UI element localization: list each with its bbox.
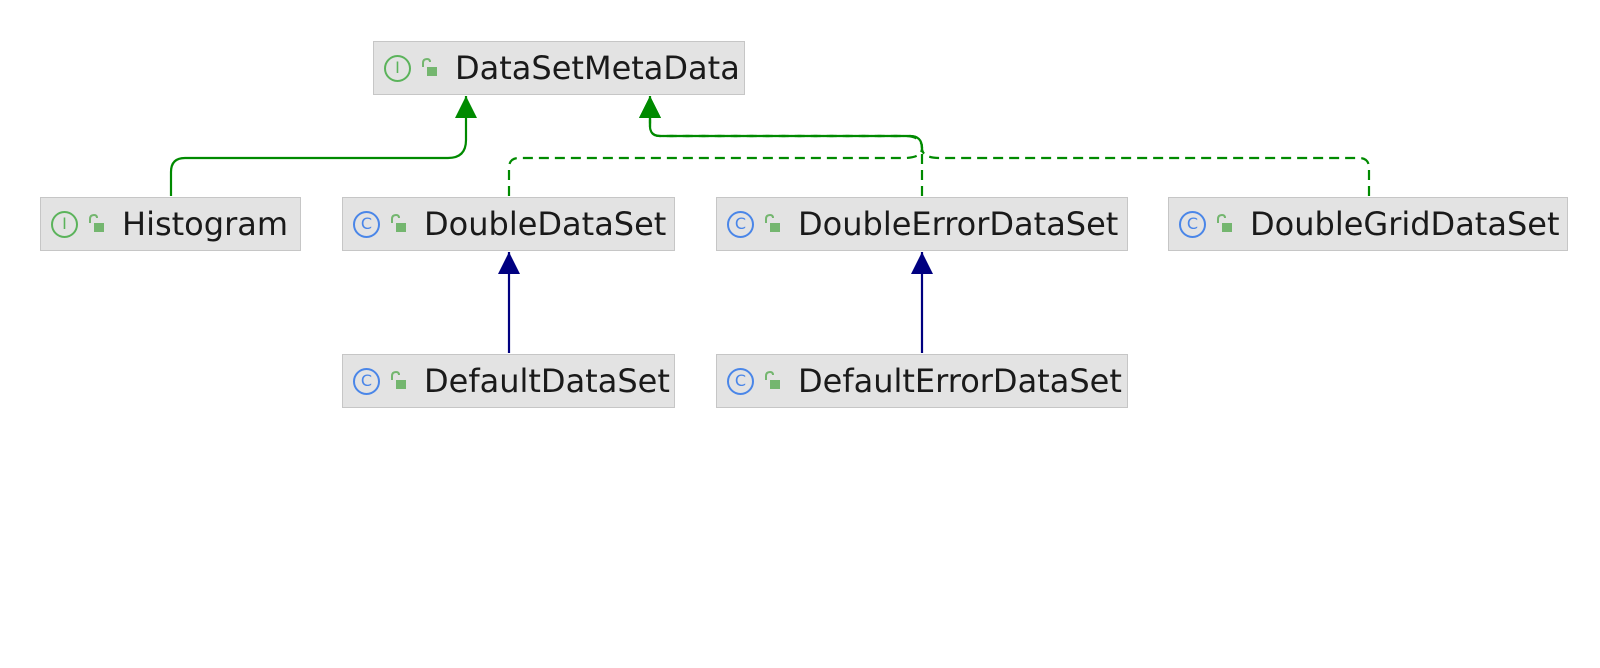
node-doubledataset[interactable]: C DoubleDataSet [342, 197, 675, 251]
node-datasetmetadata[interactable]: I DataSetMetaData [373, 41, 745, 95]
public-lock-icon [86, 213, 108, 235]
node-label: DoubleDataSet [424, 205, 667, 243]
class-icon: C [1179, 210, 1206, 238]
node-doublegriddataset[interactable]: C DoubleGridDataSet [1168, 197, 1568, 251]
edge-histogram-to-datasetmetadata [169, 96, 477, 196]
public-lock-icon [762, 370, 784, 392]
node-label: DefaultErrorDataSet [798, 362, 1122, 400]
class-icon: C [353, 210, 380, 238]
edge-doublegriddataset-to-datasetmetadata [639, 96, 1371, 196]
node-defaulterrordataset[interactable]: C DefaultErrorDataSet [716, 354, 1128, 408]
public-lock-icon [388, 213, 410, 235]
class-icon: C [727, 210, 754, 238]
public-lock-icon [762, 213, 784, 235]
node-histogram[interactable]: I Histogram [40, 197, 301, 251]
edge-doubledataset-to-datasetmetadata [507, 96, 924, 196]
edge-doubleerrordataset-to-datasetmetadata [639, 96, 924, 196]
node-label: DoubleGridDataSet [1250, 205, 1560, 243]
node-label: DoubleErrorDataSet [798, 205, 1119, 243]
node-doubleerrordataset[interactable]: C DoubleErrorDataSet [716, 197, 1128, 251]
public-lock-icon [1214, 213, 1236, 235]
class-icon: C [727, 367, 754, 395]
node-label: DefaultDataSet [424, 362, 670, 400]
interface-icon: I [51, 210, 78, 238]
public-lock-icon [419, 57, 441, 79]
node-label: DataSetMetaData [455, 49, 740, 87]
interface-icon: I [384, 54, 411, 82]
public-lock-icon [388, 370, 410, 392]
node-label: Histogram [122, 205, 288, 243]
class-icon: C [353, 367, 380, 395]
node-defaultdataset[interactable]: C DefaultDataSet [342, 354, 675, 408]
